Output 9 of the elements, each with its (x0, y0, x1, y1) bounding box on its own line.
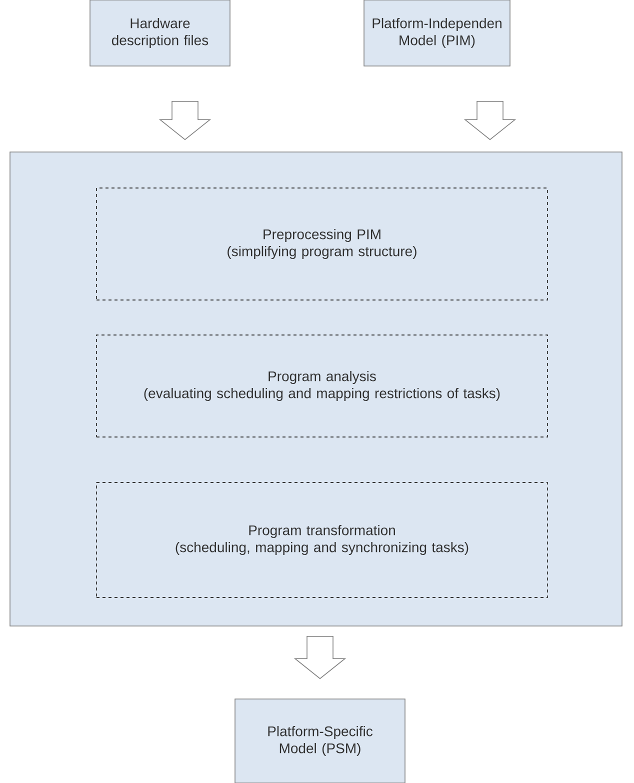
block-arrow (158, 101, 212, 140)
dashed-process-box: Preprocessing PIM (simplifying program structure) (96, 188, 548, 300)
dashed-process-box: Program transformation (scheduling, mapping and synchronizing tasks) (96, 482, 548, 598)
block-arrow (294, 636, 346, 680)
process-box: Platform-Independen Model (PIM) (364, 0, 510, 66)
block-arrow (464, 101, 516, 140)
process-box: Platform-Specific Model (PSM) (234, 698, 406, 783)
dashed-process-box: Program analysis (evaluating scheduling and mapping restrictions of tasks) (96, 334, 548, 438)
process-box: Hardware description files (90, 0, 230, 66)
